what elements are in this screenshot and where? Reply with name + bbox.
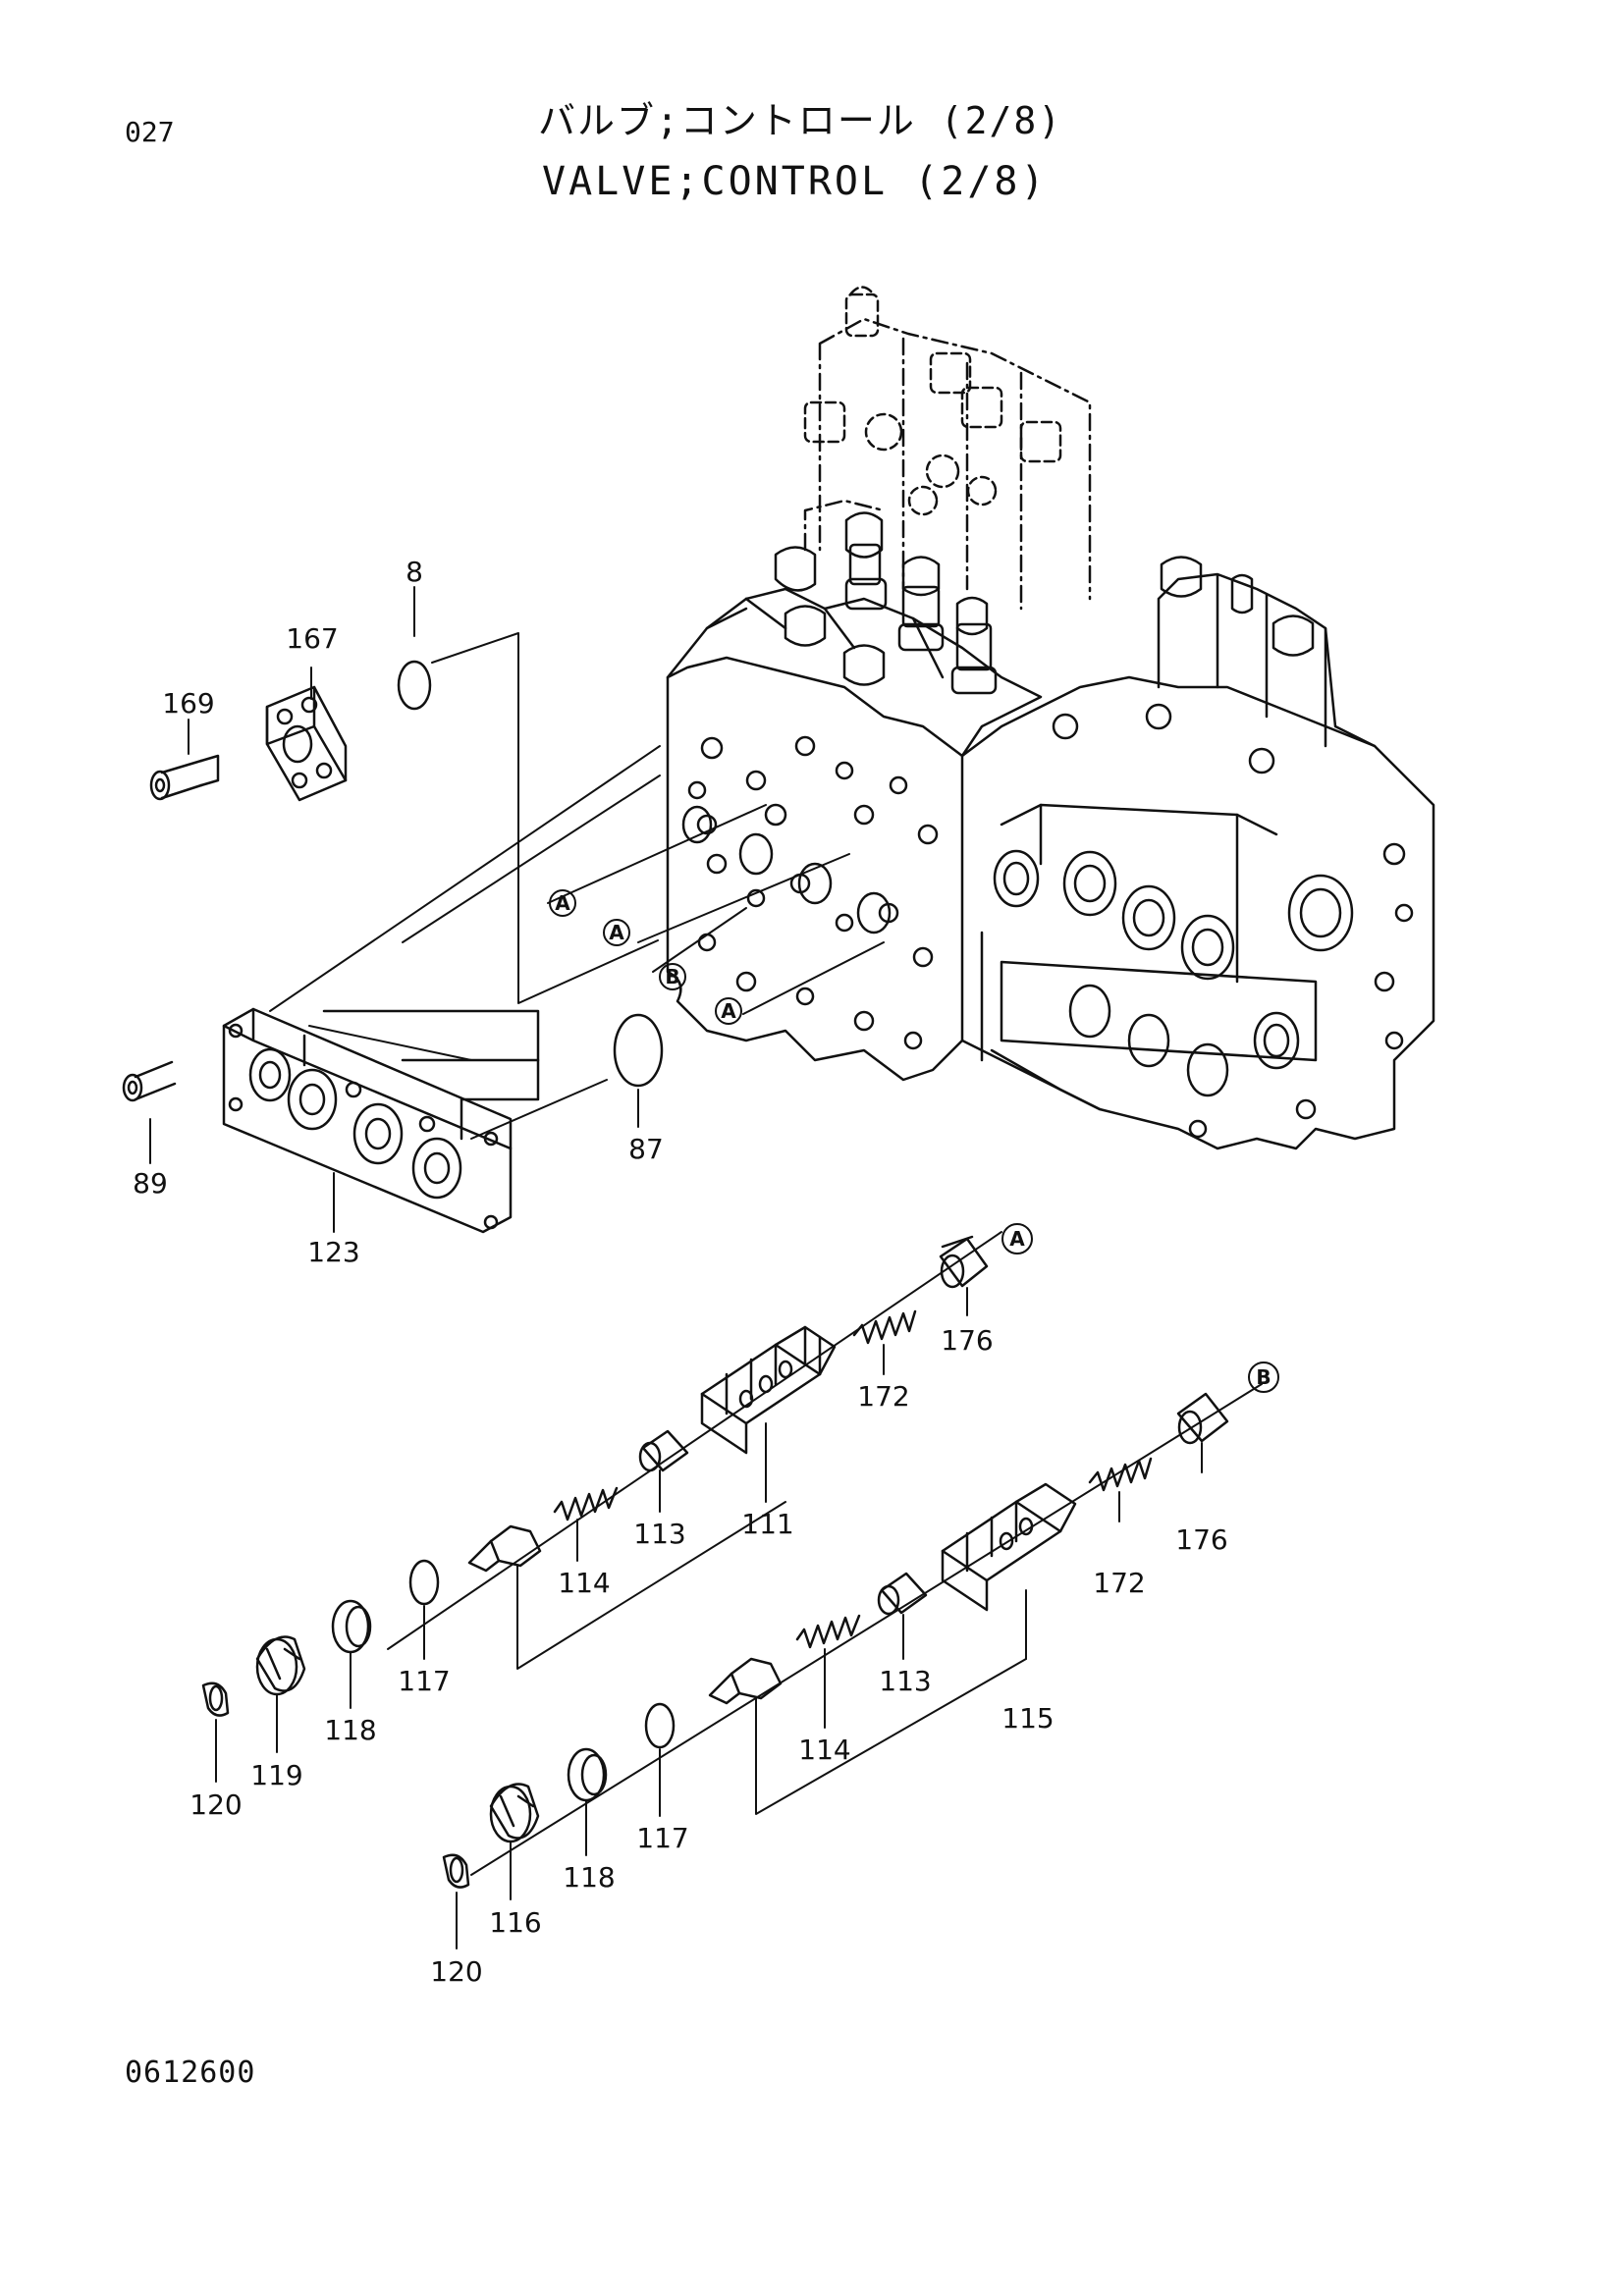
reference-markers — [549, 889, 1279, 1393]
part-label-120: 120 — [189, 1789, 242, 1821]
part-label-113: 113 — [633, 1518, 685, 1550]
bolt-169 — [149, 754, 220, 801]
part-label-8: 8 — [406, 556, 423, 588]
flange-167 — [265, 685, 348, 802]
part-label-120: 120 — [430, 1955, 482, 1988]
cover-123 — [222, 1007, 513, 1234]
control-valve-body — [666, 286, 1435, 1150]
spool-assembly-lower — [442, 1383, 1263, 1949]
part-label-176: 176 — [941, 1324, 993, 1357]
ref-marker-a: A — [609, 921, 624, 944]
part-label-172: 172 — [857, 1380, 909, 1413]
o-ring-87 — [613, 1013, 664, 1088]
part-label-123: 123 — [307, 1236, 359, 1268]
part-label-117: 117 — [636, 1822, 688, 1854]
page-title-japanese: バルブ;コントロール (2/8) — [538, 99, 1063, 142]
part-label-176: 176 — [1175, 1523, 1227, 1556]
part-label-111: 111 — [741, 1508, 793, 1540]
page-number: 027 — [125, 116, 175, 148]
part-label-167: 167 — [286, 622, 338, 655]
spool-assembly-upper — [201, 1231, 1002, 1783]
leader-lines-top — [149, 586, 885, 1233]
part-label-89: 89 — [133, 1167, 168, 1200]
page-title: VALVE;CONTROL (2/8) — [542, 159, 1048, 204]
part-label-114: 114 — [558, 1567, 610, 1599]
ref-marker-a: A — [555, 891, 570, 915]
part-label-115: 115 — [1001, 1702, 1054, 1735]
document-code: 0612600 — [125, 2056, 256, 2090]
part-label-114: 114 — [798, 1734, 850, 1766]
part-label-116: 116 — [489, 1906, 541, 1939]
part-label-169: 169 — [162, 687, 214, 720]
part-label-172: 172 — [1093, 1567, 1145, 1599]
gasket-plate — [322, 1009, 540, 1141]
bolt-89 — [122, 1060, 177, 1102]
part-label-119: 119 — [250, 1759, 302, 1791]
part-label-118: 118 — [324, 1714, 376, 1746]
ref-marker-a: A — [721, 999, 736, 1023]
o-ring-8 — [397, 660, 432, 711]
part-label-87: 87 — [628, 1133, 664, 1165]
ref-marker-b: B — [665, 965, 679, 988]
part-label-118: 118 — [563, 1861, 615, 1894]
ref-marker-a: A — [1009, 1227, 1025, 1251]
part-label-113: 113 — [879, 1665, 931, 1697]
ref-marker-b: B — [1256, 1365, 1271, 1389]
part-label-117: 117 — [398, 1665, 450, 1697]
